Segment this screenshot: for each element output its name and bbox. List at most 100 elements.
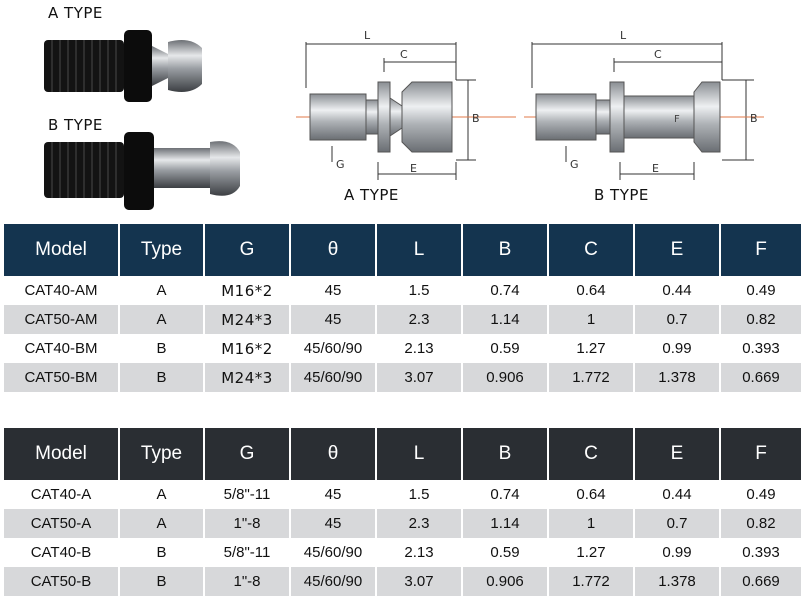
cell-l: 1.5 (377, 480, 461, 509)
col-header-f: F (721, 428, 801, 480)
b-dim-C: C (654, 48, 662, 61)
cell-c: 1.772 (549, 363, 633, 392)
a-dim-E: E (410, 162, 417, 175)
b-dim-F: F (674, 114, 680, 125)
cell-f: 0.49 (721, 480, 801, 509)
cell-type: A (120, 276, 203, 305)
a-dim-L: L (364, 29, 371, 42)
col-header-g: G (205, 428, 289, 480)
a-dim-B: B (472, 112, 480, 125)
col-header-l: L (377, 224, 461, 276)
table-row: CAT50-BM B M24*3 45/60/90 3.07 0.906 1.7… (4, 363, 801, 392)
cell-model: CAT40-BM (4, 334, 118, 363)
col-header-c: C (549, 428, 633, 480)
table-row: CAT50-AM A M24*3 45 2.3 1.14 1 0.7 0.82 (4, 305, 801, 334)
cell-theta: 45/60/90 (291, 538, 375, 567)
cell-f: 0.393 (721, 538, 801, 567)
table-row: CAT40-AM A M16*2 45 1.5 0.74 0.64 0.44 0… (4, 276, 801, 305)
cell-c: 1.27 (549, 334, 633, 363)
inch-header-row: Model Type G θ L B C E F (4, 428, 801, 480)
cell-model: CAT50-BM (4, 363, 118, 392)
cell-l: 2.13 (377, 334, 461, 363)
table-row: CAT50-B B 1"-8 45/60/90 3.07 0.906 1.772… (4, 567, 801, 596)
cell-b: 0.59 (463, 334, 547, 363)
cell-type: A (120, 480, 203, 509)
cell-c: 1.27 (549, 538, 633, 567)
cell-type: A (120, 305, 203, 334)
cell-c: 1.772 (549, 567, 633, 596)
cell-theta: 45 (291, 480, 375, 509)
a-type-pull-stud-photo (44, 30, 202, 102)
cell-c: 1 (549, 305, 633, 334)
cell-l: 3.07 (377, 567, 461, 596)
b-dim-B: B (750, 112, 758, 125)
col-header-b: B (463, 428, 547, 480)
col-header-l: L (377, 428, 461, 480)
b-type-photo-label: B TYPE (48, 116, 103, 134)
cell-type: B (120, 567, 203, 596)
col-header-model: Model (4, 224, 118, 276)
table-row: CAT40-B B 5/8"-11 45/60/90 2.13 0.59 1.2… (4, 538, 801, 567)
cell-theta: 45 (291, 276, 375, 305)
cell-e: 0.99 (635, 334, 719, 363)
cell-g: M24*3 (205, 305, 289, 334)
cell-f: 0.49 (721, 276, 801, 305)
cell-e: 0.44 (635, 480, 719, 509)
b-dim-G: G (570, 158, 579, 171)
cell-b: 0.59 (463, 538, 547, 567)
metric-header-row: Model Type G θ L B C E F (4, 224, 801, 276)
cell-model: CAT50-A (4, 509, 118, 538)
inch-spec-table: Model Type G θ L B C E F CAT40-A A 5/8"-… (2, 428, 801, 596)
cell-model: CAT50-B (4, 567, 118, 596)
cell-model: CAT40-B (4, 538, 118, 567)
col-header-type: Type (120, 224, 203, 276)
cell-model: CAT40-AM (4, 276, 118, 305)
cell-l: 2.3 (377, 509, 461, 538)
cell-theta: 45/60/90 (291, 363, 375, 392)
cell-g: 1"-8 (205, 509, 289, 538)
cell-b: 0.906 (463, 567, 547, 596)
cell-g: 5/8"-11 (205, 538, 289, 567)
table-row: CAT40-BM B M16*2 45/60/90 2.13 0.59 1.27… (4, 334, 801, 363)
cell-g: 1"-8 (205, 567, 289, 596)
b-type-drawing-label: B TYPE (594, 186, 649, 204)
cell-g: 5/8"-11 (205, 480, 289, 509)
cell-type: B (120, 334, 203, 363)
cell-f: 0.393 (721, 334, 801, 363)
cell-f: 0.82 (721, 305, 801, 334)
cell-model: CAT50-AM (4, 305, 118, 334)
cell-model: CAT40-A (4, 480, 118, 509)
cell-b: 0.74 (463, 276, 547, 305)
cell-c: 0.64 (549, 276, 633, 305)
b-type-dimension-drawing: L C B E G F (524, 29, 764, 180)
cell-e: 0.7 (635, 305, 719, 334)
cell-b: 1.14 (463, 509, 547, 538)
col-header-theta: θ (291, 428, 375, 480)
col-header-c: C (549, 224, 633, 276)
cell-b: 0.906 (463, 363, 547, 392)
b-dim-E: E (652, 162, 659, 175)
cell-e: 1.378 (635, 567, 719, 596)
col-header-e: E (635, 224, 719, 276)
cell-type: B (120, 538, 203, 567)
col-header-type: Type (120, 428, 203, 480)
cell-theta: 45 (291, 305, 375, 334)
a-dim-C: C (400, 48, 408, 61)
a-type-photo-label: A TYPE (48, 4, 103, 22)
table-row: CAT50-A A 1"-8 45 2.3 1.14 1 0.7 0.82 (4, 509, 801, 538)
cell-b: 0.74 (463, 480, 547, 509)
cell-c: 1 (549, 509, 633, 538)
a-type-drawing-label: A TYPE (344, 186, 399, 204)
b-dim-L: L (620, 29, 627, 42)
cell-theta: 45/60/90 (291, 334, 375, 363)
cell-e: 1.378 (635, 363, 719, 392)
cell-type: A (120, 509, 203, 538)
cell-l: 2.3 (377, 305, 461, 334)
col-header-f: F (721, 224, 801, 276)
cell-e: 0.44 (635, 276, 719, 305)
cell-g: M16*2 (205, 334, 289, 363)
col-header-model: Model (4, 428, 118, 480)
a-type-dimension-drawing: L C B E G (296, 29, 516, 180)
cell-type: B (120, 363, 203, 392)
a-dim-G: G (336, 158, 345, 171)
